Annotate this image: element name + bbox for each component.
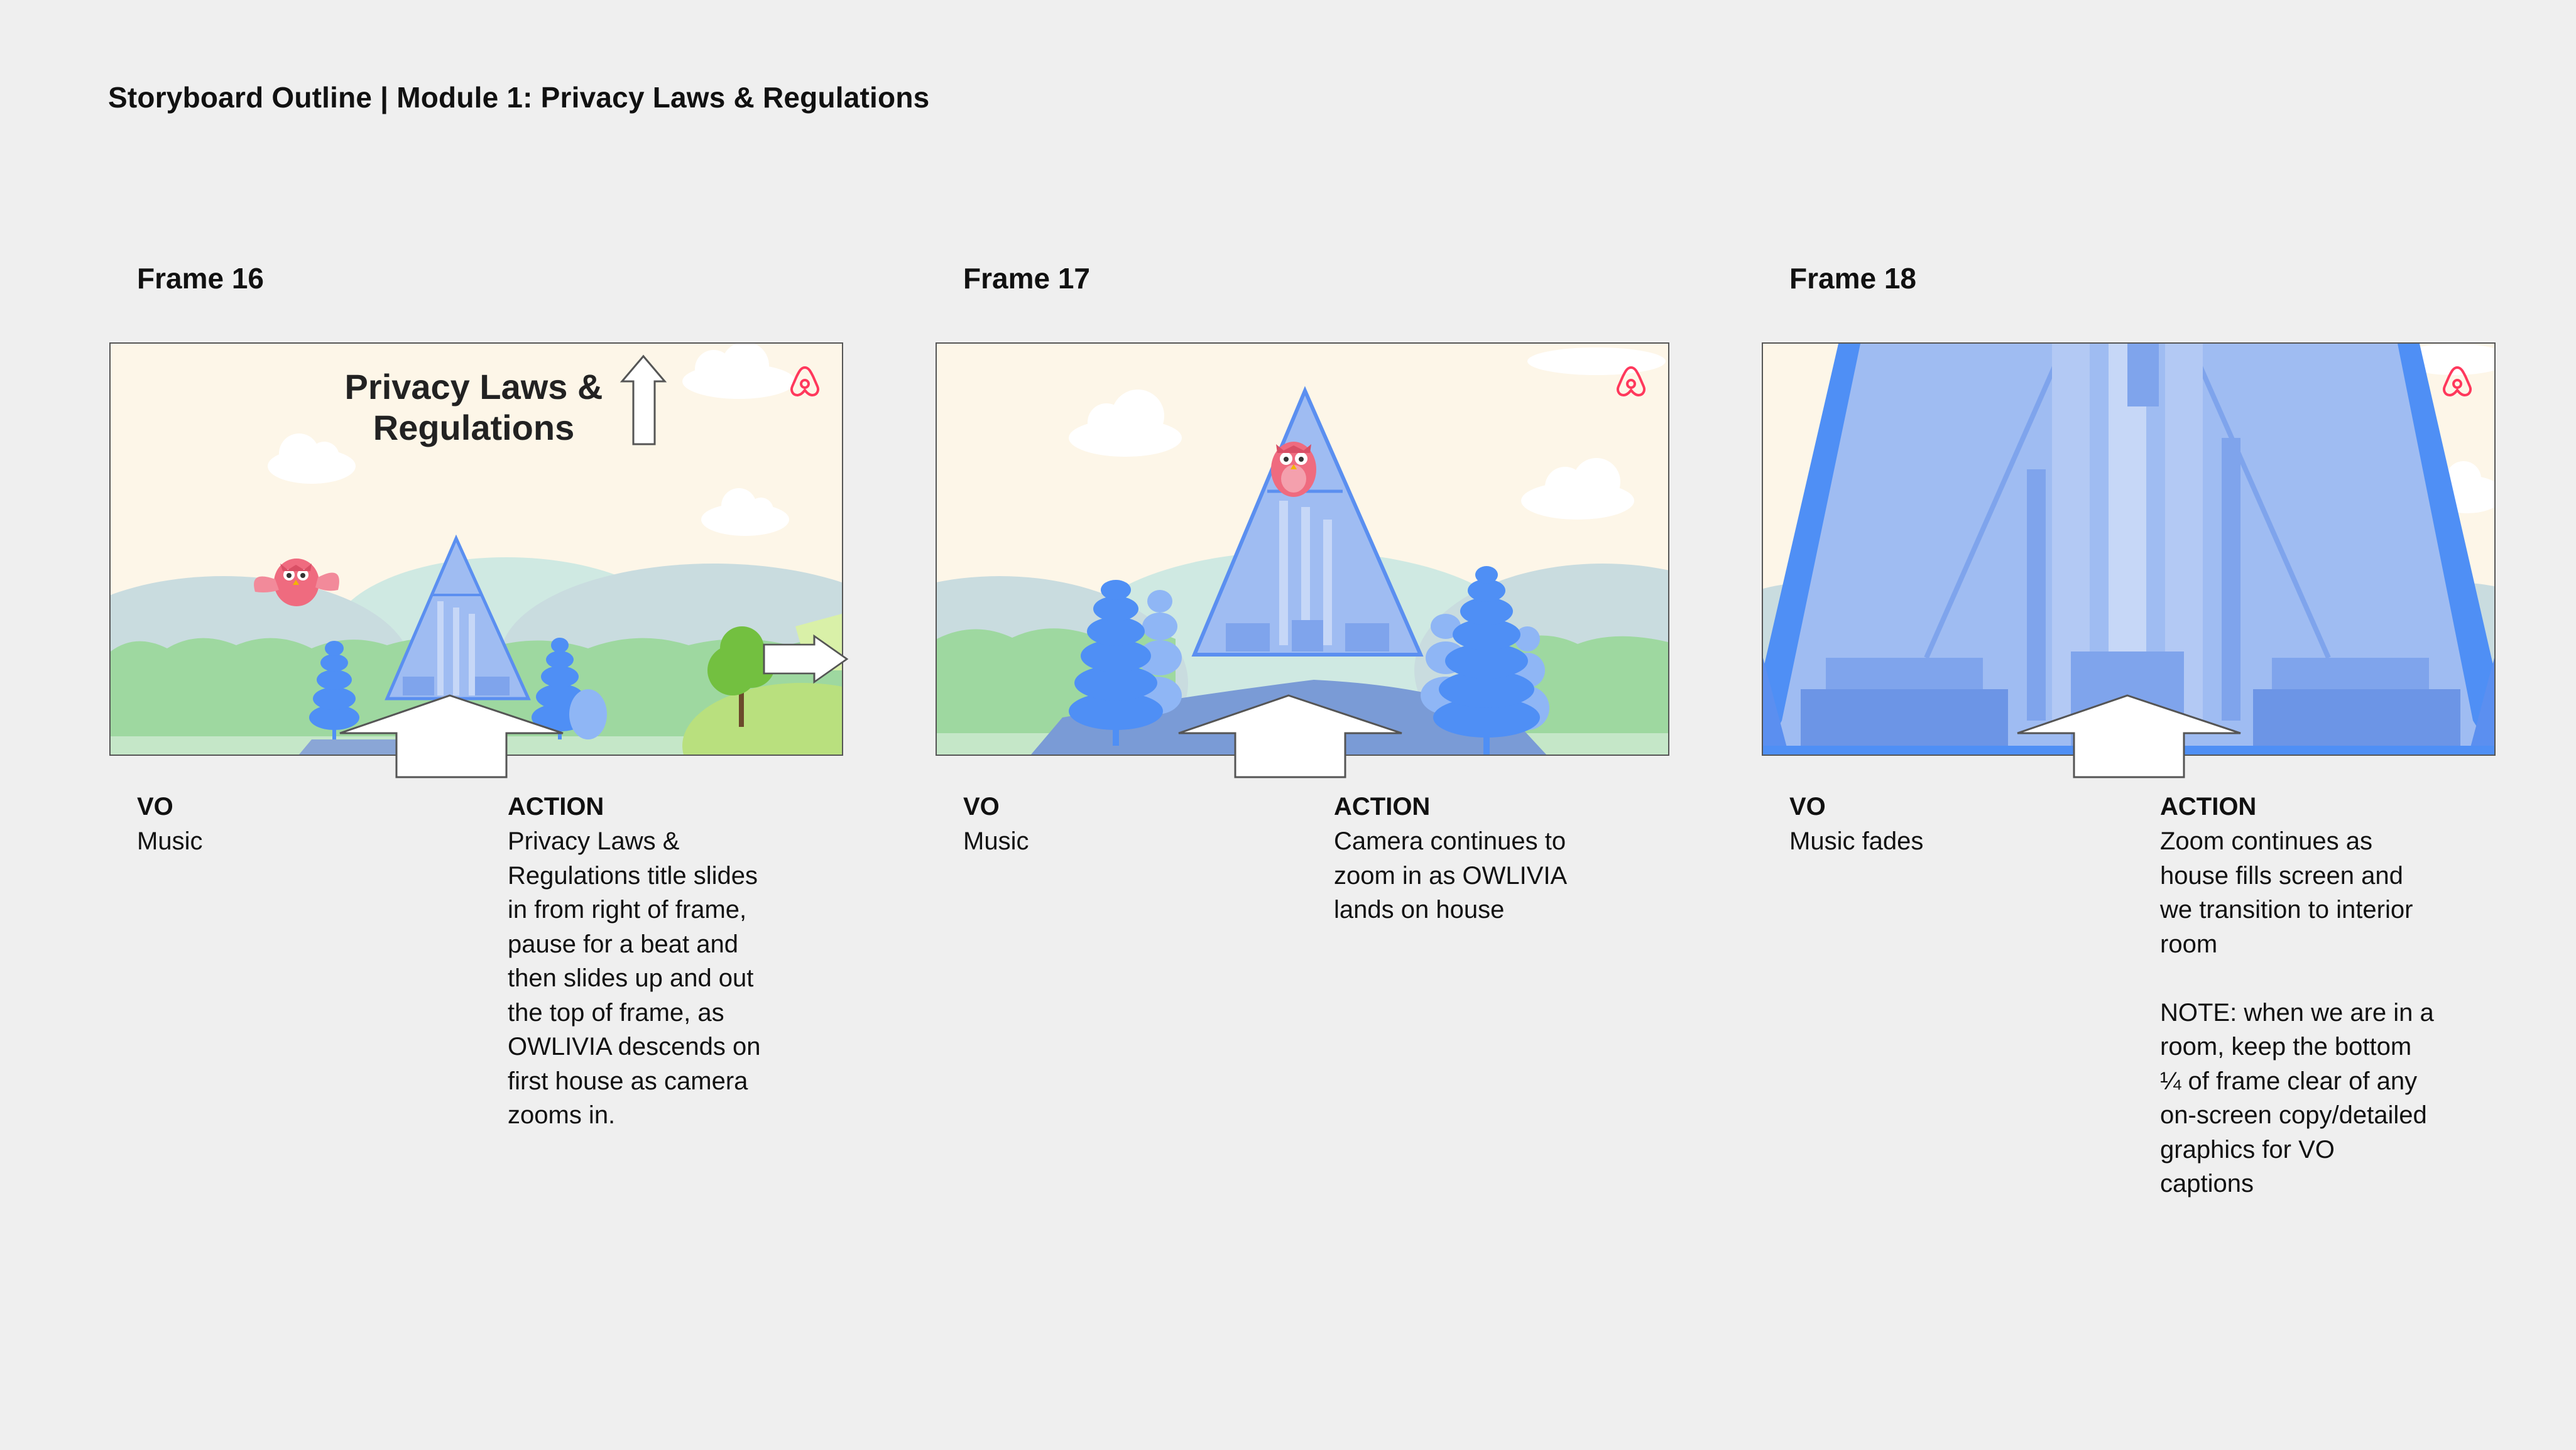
airbnb-logo-icon <box>790 366 819 397</box>
blue-tree-left <box>309 641 359 739</box>
scene-title-line-2: Regulations <box>373 408 574 447</box>
arrow-up-icon <box>619 354 667 445</box>
frame-18-scene <box>1763 344 2494 778</box>
frame-16-vo-text: Music <box>137 827 203 855</box>
frame-18-action-text: Zoom continues as house fills screen and… <box>2160 827 2434 1197</box>
arrow-right-icon <box>763 634 849 684</box>
arrow-up-icon <box>339 694 564 778</box>
frame-17-column: Frame 17 <box>936 0 1671 1450</box>
frame-17-action-label: ACTION <box>1334 793 1431 820</box>
a-frame-house <box>1191 386 1424 657</box>
cloud-icon <box>1527 347 1666 375</box>
frame-17-illustration <box>936 342 1669 778</box>
frame-18-column: Frame 18 <box>1762 0 2497 1450</box>
frame-16-illustration: Privacy Laws & Regulations <box>109 342 849 778</box>
frame-18-illustration <box>1762 342 2496 778</box>
scene-title-line-1: Privacy Laws & <box>345 367 603 406</box>
owl-character-icon <box>254 559 339 606</box>
frame-16-column: Frame 16 <box>109 0 849 1450</box>
frame-18-vo-text: Music fades <box>1789 827 1924 855</box>
cloud-icon <box>701 488 789 536</box>
frame-18-title: Frame 18 <box>1789 262 1917 295</box>
arrow-up-icon <box>1178 694 1402 778</box>
frame-17-title: Frame 17 <box>963 262 1091 295</box>
frame-16-action-text: Privacy Laws & Regulations title slides … <box>508 827 761 1129</box>
frame-18-vo-label: VO <box>1789 793 1826 820</box>
cloud-icon <box>682 344 795 399</box>
page-title: Storyboard Outline | Module 1: Privacy L… <box>108 81 930 114</box>
frame-16-scene: Privacy Laws & Regulations <box>111 344 849 778</box>
cloud-icon <box>1521 458 1634 520</box>
frame-17-scene <box>937 344 1668 778</box>
frame-16-title: Frame 16 <box>137 262 265 295</box>
blue-tree-left <box>1069 580 1163 746</box>
frame-17-vo-label: VO <box>963 793 1000 820</box>
blue-tree-right <box>1433 566 1540 755</box>
frame-18-action-label: ACTION <box>2160 793 2257 820</box>
owl-character-icon <box>1271 442 1316 497</box>
cloud-icon <box>1069 390 1182 457</box>
airbnb-logo-icon <box>2443 366 2472 397</box>
frame-17-action-text: Camera continues to zoom in as OWLIVIA l… <box>1334 827 1568 924</box>
cloud-icon <box>268 433 356 484</box>
a-frame-house-interior <box>1763 344 2494 755</box>
arrow-up-icon <box>2017 694 2241 778</box>
frame-16-vo-label: VO <box>137 793 173 820</box>
airbnb-logo-icon <box>1617 366 1645 397</box>
frame-16-action-label: ACTION <box>508 793 604 820</box>
frame-17-vo-text: Music <box>963 827 1029 855</box>
a-frame-house <box>385 534 531 700</box>
